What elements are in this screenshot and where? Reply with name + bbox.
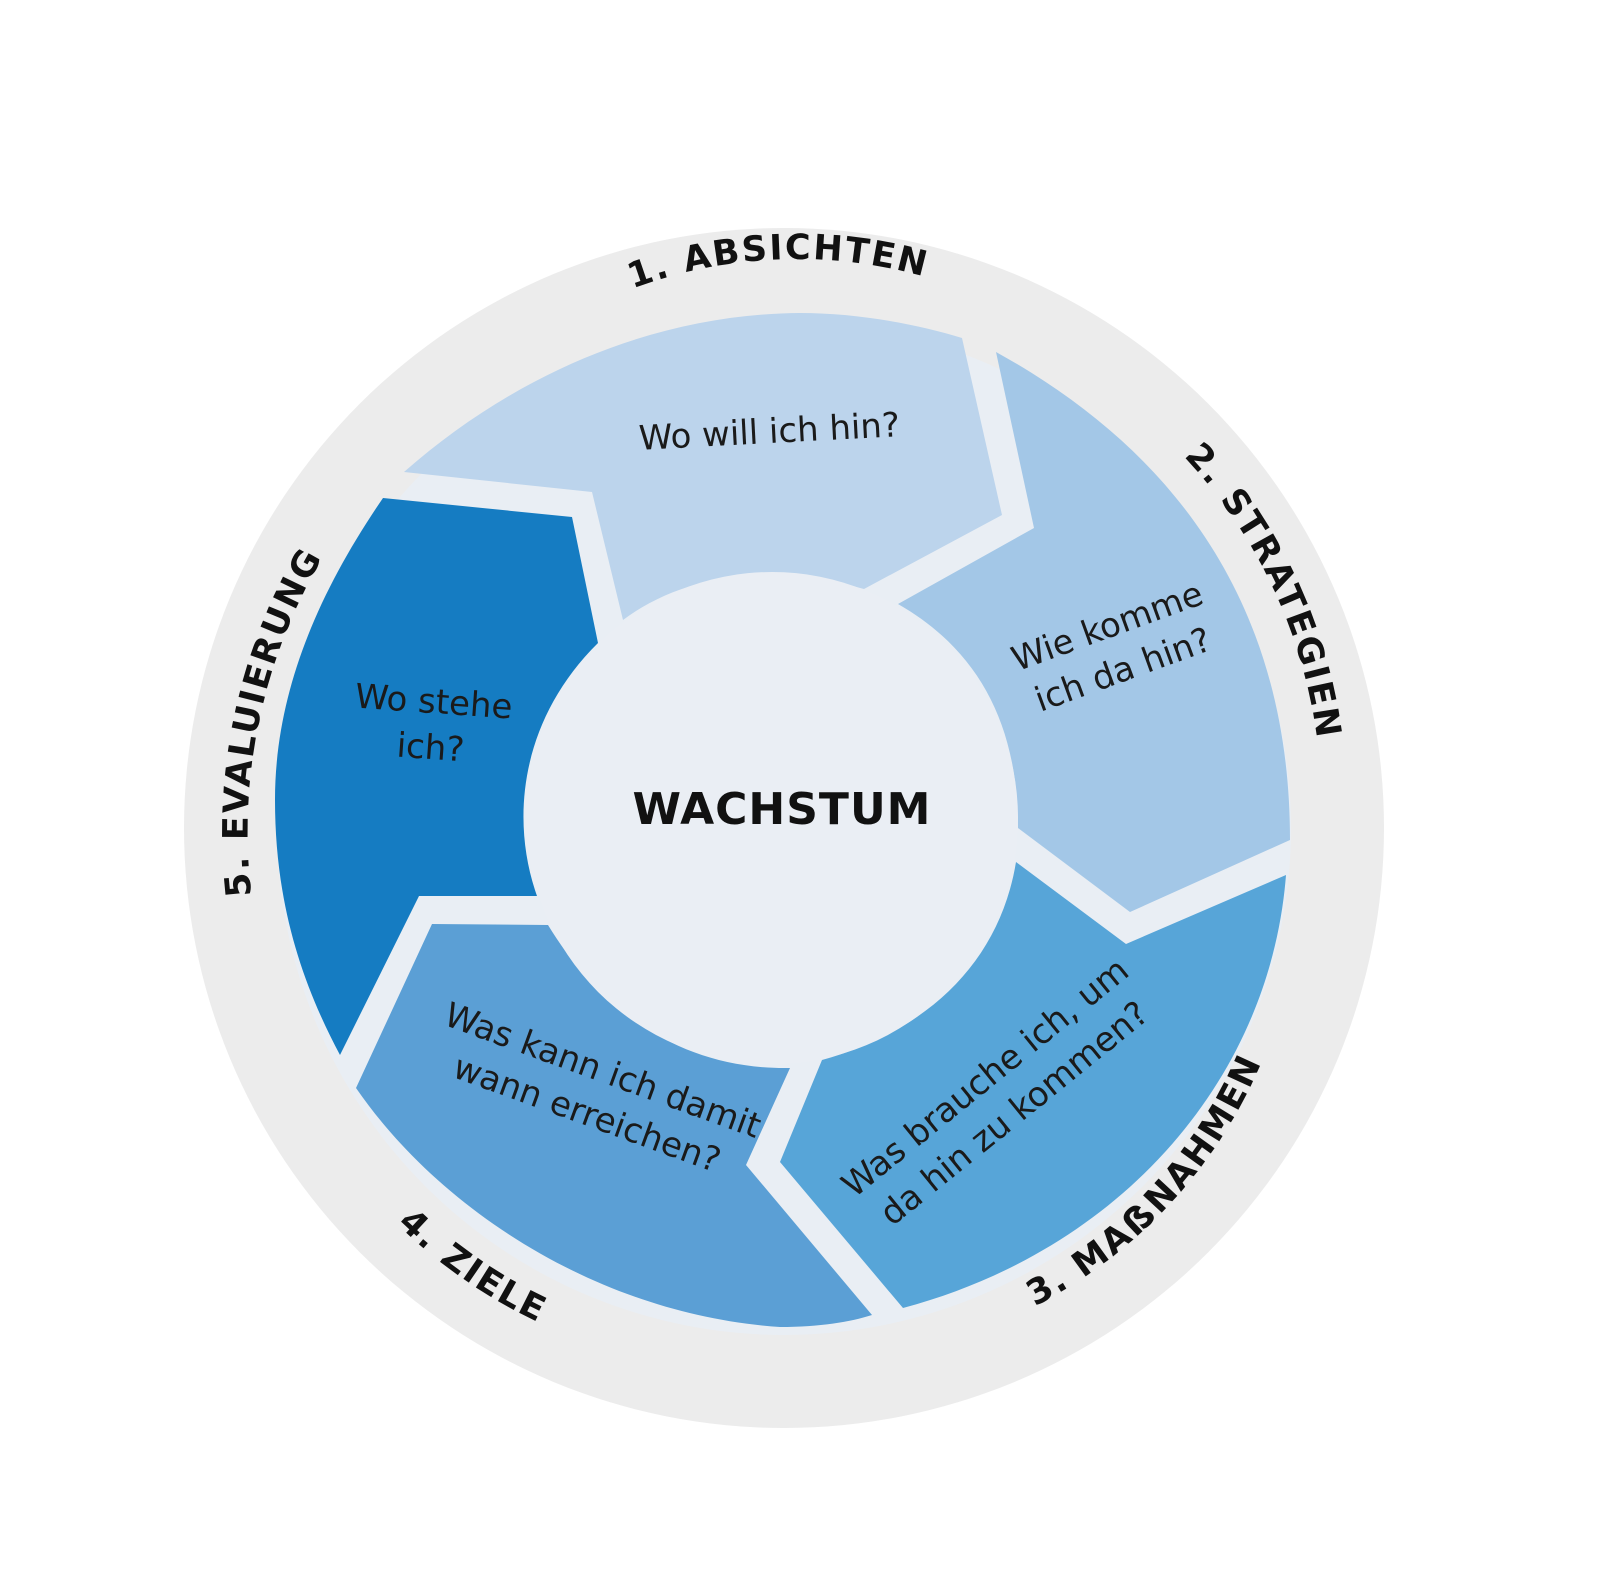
center-circle: [526, 572, 1018, 1064]
question-evaluierung-line-2: ich?: [395, 726, 465, 771]
segment-evaluierung: [275, 498, 598, 1055]
segment-absichten: [404, 313, 1002, 620]
segment-ziele: [356, 924, 872, 1327]
center-title: WACHSTUM: [633, 784, 932, 835]
segment-massnahmen: [780, 862, 1286, 1308]
question-evaluierung: Wo stehe ich?: [354, 677, 514, 771]
segment-strategien: [898, 352, 1290, 912]
